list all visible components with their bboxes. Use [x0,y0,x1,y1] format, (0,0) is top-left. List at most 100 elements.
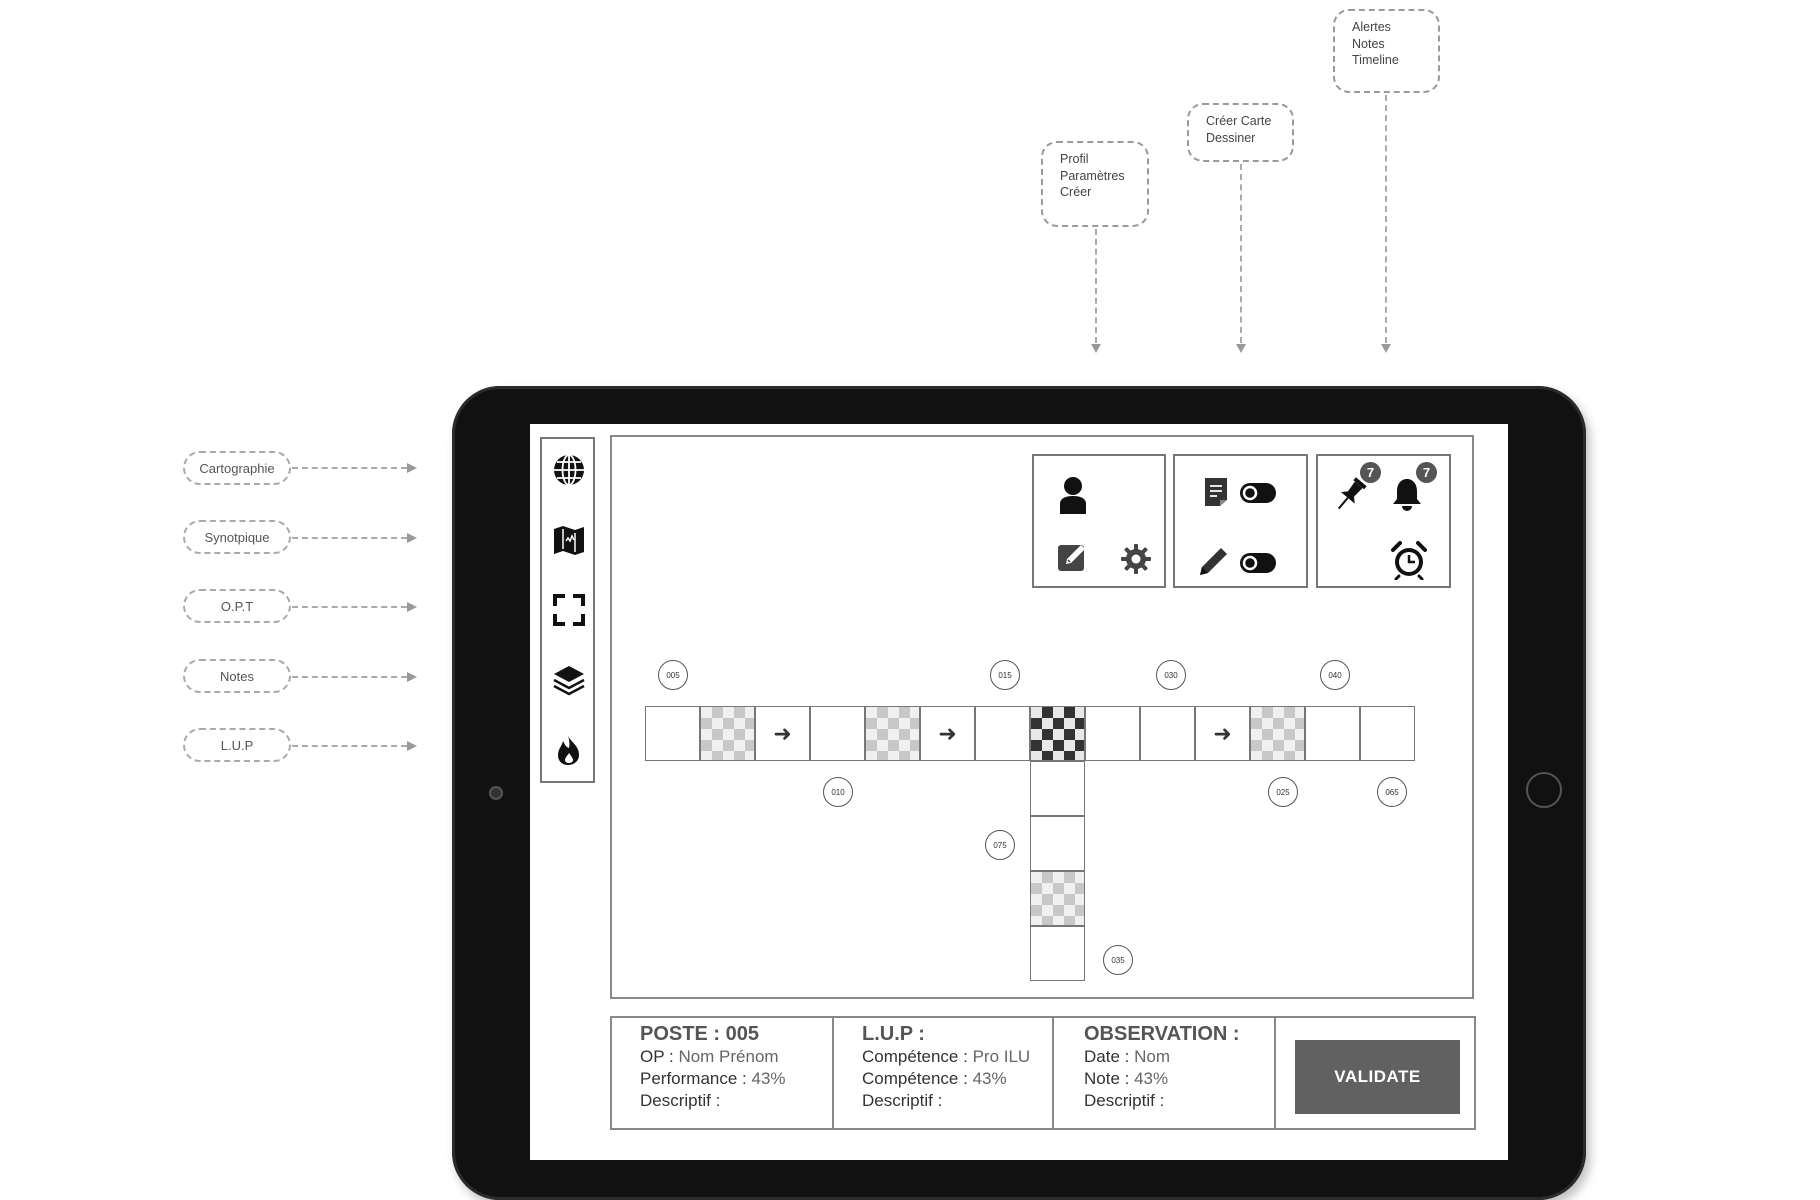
station-cell[interactable] [1250,706,1305,761]
station-cell[interactable] [1030,816,1085,871]
station-tag[interactable]: 030 [1156,660,1186,690]
fullscreen-icon[interactable] [552,593,586,627]
callout-alerts-line: Notes [1352,36,1385,51]
station-tag[interactable]: 025 [1268,777,1298,807]
home-button[interactable] [1526,772,1562,808]
divider [1274,1018,1276,1128]
arrow-right-icon: ➜ [1213,720,1232,746]
label-opt: O.P.T [183,589,291,623]
pin-count-badge: 7 [1360,462,1381,483]
station-tag[interactable]: 065 [1377,777,1407,807]
label-lup: L.U.P [183,728,291,762]
station-cell[interactable] [1360,706,1415,761]
note-label: Note : [1084,1069,1135,1088]
competence-row: Compétence : Pro ILU [862,1046,1047,1068]
callout-alerts: Alertes Notes Timeline [1333,9,1440,93]
station-cell[interactable]: ➜ [755,706,810,761]
callout-connector [1095,229,1097,343]
station-cell[interactable] [865,706,920,761]
callout-profile-line: Créer [1060,185,1092,199]
station-cell[interactable] [975,706,1030,761]
station-cell[interactable] [1305,706,1360,761]
arrow-right-icon: ➜ [938,720,957,746]
performance-label: Performance : [640,1069,752,1088]
edit-icon[interactable] [1056,540,1090,579]
station-cell[interactable] [645,706,700,761]
label-synoptique: Synotpique [183,520,291,554]
toggle-icon[interactable] [1239,552,1277,579]
sidebar [540,437,595,783]
poste-title: POSTE : 005 [640,1023,759,1045]
date-value: Nom [1134,1047,1170,1066]
station-cell[interactable] [810,706,865,761]
label-arrow [407,741,417,751]
date-label: Date : [1084,1047,1135,1066]
callout-profile-line: Paramètres [1060,168,1125,183]
competence-value: Pro ILU [972,1047,1031,1066]
station-tag[interactable]: 075 [985,830,1015,860]
label-arrow [407,463,417,473]
callout-card-line: Dessiner [1206,130,1256,145]
info-panel: POSTE : 005 OP : Nom Prénom Performance … [610,1016,1476,1130]
label-notes: Notes [183,659,291,693]
alert-tools-box: 7 7 [1316,454,1451,588]
globe-icon[interactable] [552,453,586,487]
observation-descriptif: Descriptif : [1084,1091,1165,1110]
callout-card-line: Créer Carte [1206,114,1272,128]
station-cell[interactable] [1030,926,1085,981]
op-row: OP : Nom Prénom [640,1046,830,1068]
lup-column: L.U.P : Compétence : Pro ILU Compétence … [862,1018,1047,1128]
bell-icon[interactable] [1390,476,1424,517]
station-cell[interactable] [1085,706,1140,761]
synoptic-panel [610,435,1474,999]
map-icon[interactable] [552,523,586,557]
label-arrow [407,602,417,612]
station-cell[interactable] [1030,871,1085,926]
callout-arrow [1091,344,1101,353]
competence-row: Compétence : 43% [862,1068,1047,1090]
station-tag[interactable]: 015 [990,660,1020,690]
callout-profile-line: Profil [1060,152,1089,166]
camera-icon [489,786,503,800]
alarm-clock-icon[interactable] [1390,540,1428,585]
user-icon[interactable] [1058,476,1088,521]
station-cell[interactable] [1030,761,1085,816]
note-row: Note : 43% [1084,1068,1269,1090]
performance-value: 43% [751,1069,786,1088]
pin-icon[interactable] [1332,474,1370,519]
op-value: Nom Prénom [678,1047,779,1066]
station-tag[interactable]: 035 [1103,945,1133,975]
label-connector [292,676,407,678]
note-value: 43% [1134,1069,1169,1088]
station-tag[interactable]: 040 [1320,660,1350,690]
label-cartographie: Cartographie [183,451,291,485]
label-arrow [407,672,417,682]
station-cell[interactable]: ➜ [920,706,975,761]
arrow-right-icon: ➜ [773,720,792,746]
op-label: OP : [640,1047,679,1066]
pencil-icon[interactable] [1197,544,1231,583]
callout-card: Créer Carte Dessiner [1187,103,1294,162]
label-connector [292,606,407,608]
gear-icon[interactable] [1120,543,1152,580]
callout-connector [1240,164,1242,343]
label-arrow [407,533,417,543]
card-tools-box [1173,454,1308,588]
layers-icon[interactable] [552,663,586,697]
validate-button[interactable]: VALIDATE [1295,1040,1460,1114]
label-connector [292,537,407,539]
note-icon[interactable] [1203,476,1229,513]
callout-connector [1385,95,1387,343]
callout-arrow [1236,344,1246,353]
observation-column: OBSERVATION : Date : Nom Note : 43% Desc… [1084,1018,1269,1128]
toggle-icon[interactable] [1239,482,1277,509]
station-cell[interactable]: ➜ [1195,706,1250,761]
station-tag[interactable]: 005 [658,660,688,690]
bell-count-badge: 7 [1416,462,1437,483]
station-cell[interactable] [1140,706,1195,761]
fire-icon[interactable] [552,733,586,767]
callout-profile: Profil Paramètres Créer [1041,141,1149,227]
station-tag[interactable]: 010 [823,777,853,807]
station-cell[interactable] [700,706,755,761]
station-cell[interactable] [1030,706,1085,761]
